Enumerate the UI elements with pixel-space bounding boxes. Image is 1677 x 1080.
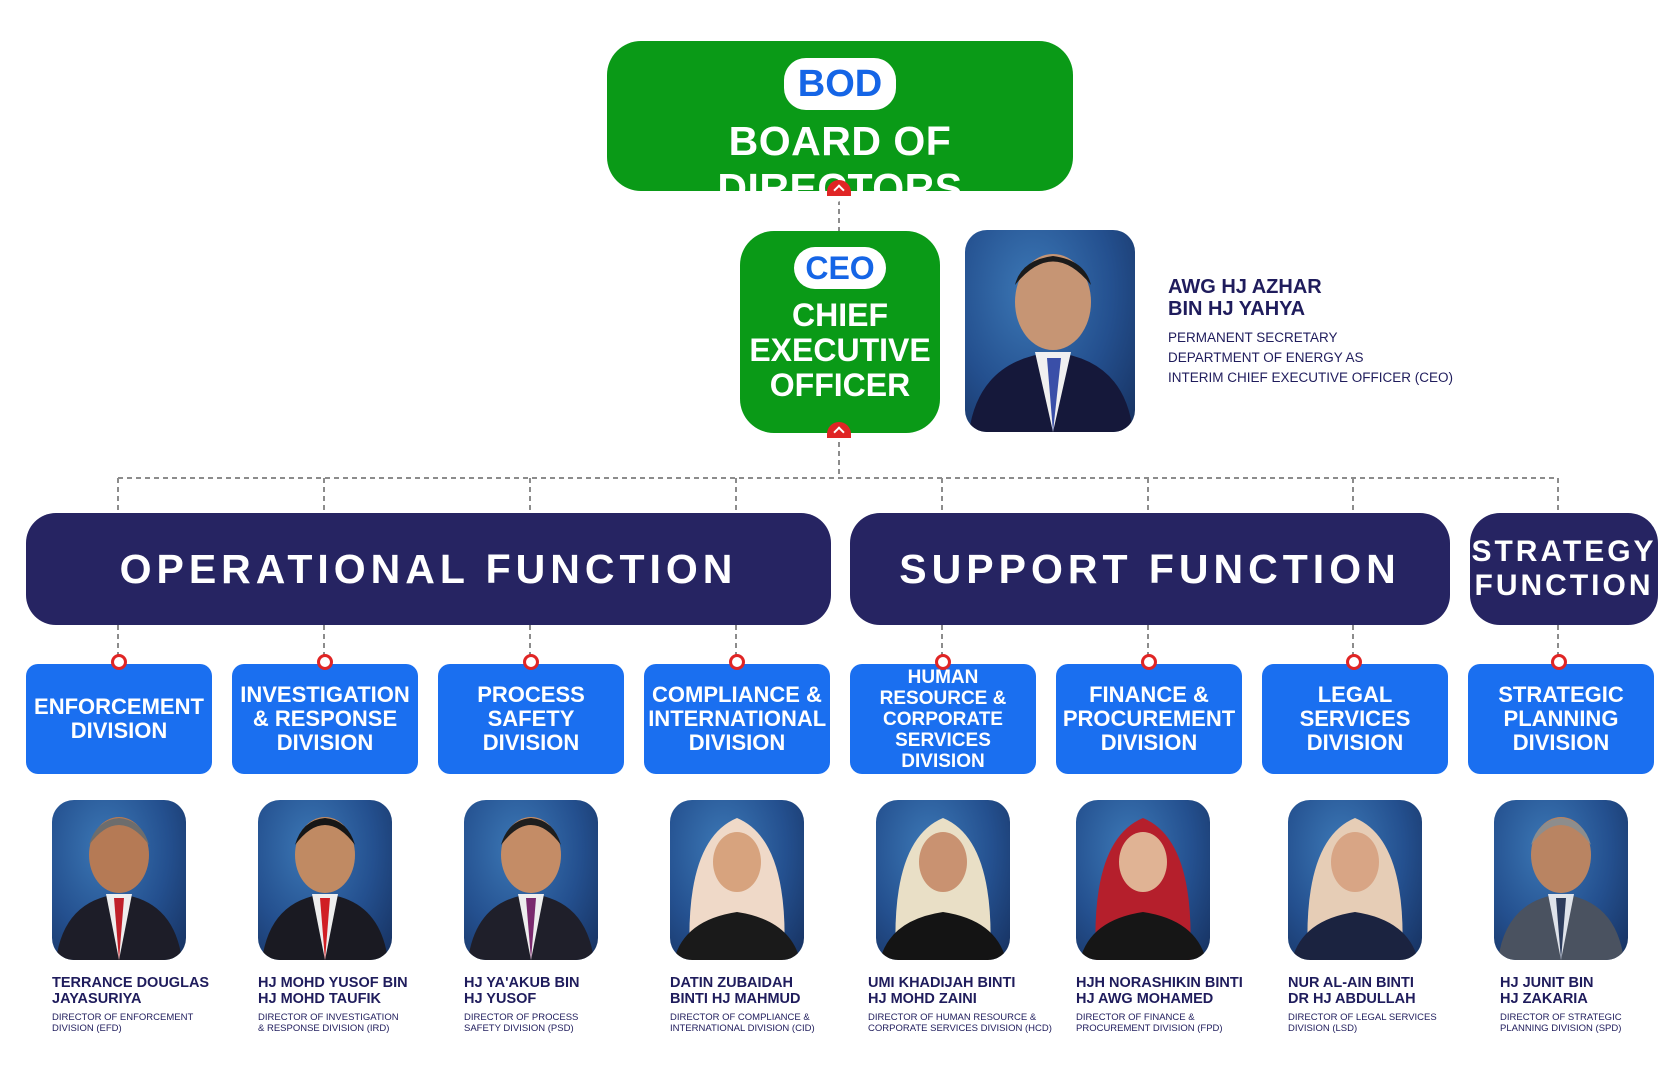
division-label: PROCESS SAFETY DIVISION [477,682,585,755]
director-portrait [1076,800,1210,960]
director-portrait [670,800,804,960]
ceo-abbr-pill: CEO [794,247,886,289]
director-name: HJ MOHD YUSOF BIN HJ MOHD TAUFIK [258,975,408,1007]
ceo-role-line: INTERIM CHIEF EXECUTIVE OFFICER (CEO) [1168,370,1454,385]
director-portrait [876,800,1010,960]
director-role: DIRECTOR OF INVESTIGATION & RESPONSE DIV… [258,1012,399,1034]
person-silhouette-icon [468,817,594,960]
division-box: PROCESS SAFETY DIVISION [438,664,624,774]
director-role: DIRECTOR OF STRATEGIC PLANNING DIVISION … [1500,1012,1622,1034]
person-silhouette-icon [56,817,182,960]
division-box: STRATEGIC PLANNING DIVISION [1468,664,1654,774]
director-portrait [464,800,598,960]
director-role: DIRECTOR OF COMPLIANCE & INTERNATIONAL D… [670,1012,815,1034]
division-box: INVESTIGATION & RESPONSE DIVISION [232,664,418,774]
director-name: HJH NORASHIKIN BINTI HJ AWG MOHAMED [1076,975,1243,1007]
connector-dot [1346,654,1362,670]
connector-dot [317,654,333,670]
connector-dot [935,654,951,670]
division-box: COMPLIANCE & INTERNATIONAL DIVISION [644,664,830,774]
ceo-name: AWG HJ AZHAR BIN HJ YAHYA [1168,276,1322,320]
ceo-portrait [965,230,1135,432]
connector-dot [1141,654,1157,670]
connector-dot [1551,654,1567,670]
ceo-box: CEO CHIEF EXECUTIVE OFFICER [740,231,940,433]
person-silhouette-icon [674,818,800,960]
division-box: FINANCE & PROCUREMENT DIVISION [1056,664,1242,774]
director-portrait [52,800,186,960]
strategy-function-box: STRATEGY FUNCTION [1470,513,1658,625]
director-name: TERRANCE DOUGLAS JAYASURIYA [52,975,210,1007]
director-name: UMI KHADIJAH BINTI HJ MOHD ZAINI [868,975,1016,1007]
division-box: LEGAL SERVICES DIVISION [1262,664,1448,774]
ceo-connector-knob [827,422,851,438]
bod-abbr-pill: BOD [783,58,897,110]
division-label: FINANCE & PROCUREMENT DIVISION [1062,682,1236,755]
director-name: HJ YA'AKUB BIN HJ YUSOF [464,975,580,1007]
person-silhouette-icon [880,818,1006,960]
director-portrait [1494,800,1628,960]
ceo-role-line: DEPARTMENT OF ENERGY AS [1168,350,1364,365]
director-role: DIRECTOR OF PROCESS SAFETY DIVISION (PSD… [464,1012,579,1034]
director-role: DIRECTOR OF ENFORCEMENT DIVISION (EFD) [52,1012,194,1034]
director-name: DATIN ZUBAIDAH BINTI HJ MAHMUD [670,975,801,1007]
person-silhouette-icon [969,254,1133,432]
division-box: ENFORCEMENT DIVISION [26,664,212,774]
division-label: STRATEGIC PLANNING DIVISION [1498,682,1624,755]
connector-dot [729,654,745,670]
division-label: HUMAN RESOURCE & CORPORATE SERVICES DIVI… [879,666,1007,772]
person-silhouette-icon [1498,817,1624,960]
person-silhouette-icon [1292,818,1418,960]
division-box: HUMAN RESOURCE & CORPORATE SERVICES DIVI… [850,664,1036,774]
director-portrait [258,800,392,960]
division-label: COMPLIANCE & INTERNATIONAL DIVISION [648,682,827,755]
bod-connector-knob [827,180,851,196]
support-function-box: SUPPORT FUNCTION [850,513,1450,625]
connector-dot [523,654,539,670]
ceo-role-line: PERMANENT SECRETARY [1168,330,1338,345]
division-label: ENFORCEMENT DIVISION [34,694,204,743]
division-label: INVESTIGATION & RESPONSE DIVISION [240,682,410,755]
ceo-title: CHIEF EXECUTIVE OFFICER [749,297,931,403]
division-label: LEGAL SERVICES DIVISION [1299,682,1411,755]
ceo-role: PERMANENT SECRETARY DEPARTMENT OF ENERGY… [1168,328,1453,388]
director-role: DIRECTOR OF HUMAN RESOURCE & CORPORATE S… [868,1012,1052,1034]
operational-function-box: OPERATIONAL FUNCTION [26,513,831,625]
director-role: DIRECTOR OF FINANCE & PROCUREMENT DIVISI… [1076,1012,1223,1034]
director-name: NUR AL-AIN BINTI DR HJ ABDULLAH [1288,975,1416,1007]
director-name: HJ JUNIT BIN HJ ZAKARIA [1500,975,1594,1007]
bod-title: BOARD OF DIRECTORS [717,118,962,211]
person-silhouette-icon [1080,818,1206,960]
connector-dot [111,654,127,670]
person-silhouette-icon [262,817,388,960]
director-portrait [1288,800,1422,960]
director-role: DIRECTOR OF LEGAL SERVICES DIVISION (LSD… [1288,1012,1437,1034]
board-of-directors-box: BOD BOARD OF DIRECTORS [607,41,1073,211]
